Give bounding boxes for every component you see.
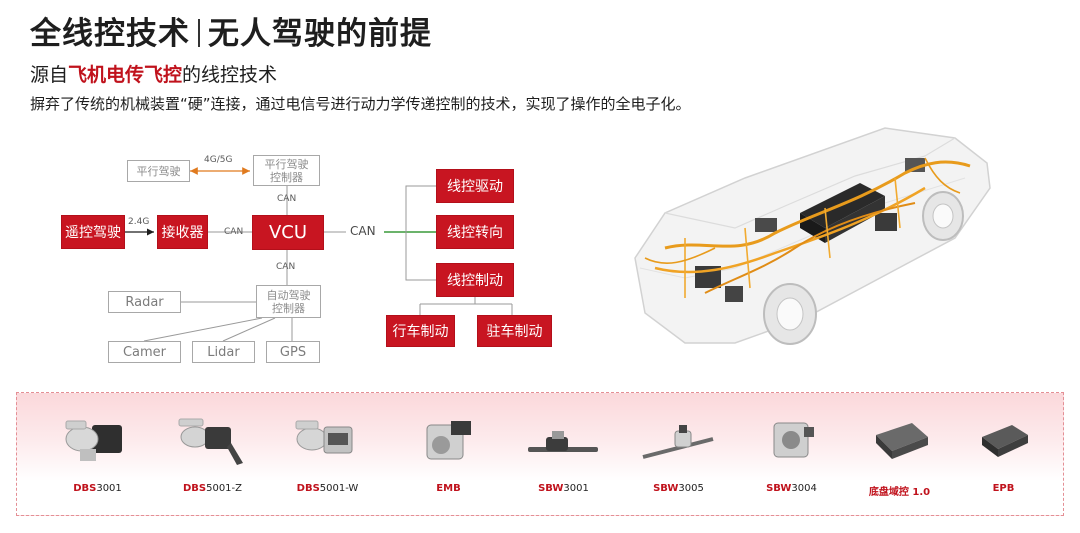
subtitle-post: 的线控技术: [182, 64, 278, 86]
camera-box: Camer: [108, 341, 181, 363]
product-name: DBS5001-Z: [182, 483, 243, 494]
sbw3005-image-icon: [642, 425, 714, 459]
gps-box: GPS: [266, 341, 320, 363]
product-name: SBW3005: [653, 483, 704, 494]
epb-image-icon: [982, 425, 1028, 457]
label-can-top: CAN: [277, 194, 297, 204]
link-brake-split: [419, 296, 513, 316]
remote-control-box: 遥控驾驶: [62, 216, 124, 248]
product-sbw3005: SBW3005: [626, 413, 731, 513]
steer-by-wire-box: 线控转向: [437, 216, 513, 248]
label-can-bottom: CAN: [276, 262, 296, 272]
product-name: SBW3004: [766, 483, 817, 494]
brake-by-wire-box: 线控制动: [437, 264, 513, 296]
receiver-box: 接收器: [158, 216, 207, 248]
parking-brake-box: 驻车制动: [478, 316, 551, 346]
lidar-box: Lidar: [192, 341, 255, 363]
product-name: 底盘域控 1.0: [868, 487, 931, 498]
domain-controller-image-icon: [876, 423, 928, 459]
dbs5001z-image-icon: [178, 418, 243, 465]
title-divider: [198, 19, 200, 47]
product-sbw3001: SBW3001: [511, 413, 616, 513]
product-name: DBS3001: [73, 483, 122, 494]
radar-box: Radar: [108, 291, 181, 313]
label-24g: 2.4G: [128, 217, 150, 227]
emb-image-icon: [426, 421, 471, 460]
product-name: SBW3001: [538, 483, 589, 494]
product-dbs5001-w: DBS5001-W: [275, 413, 380, 513]
label-can-mid: CAN: [224, 227, 244, 237]
drive-by-wire-box: 线控驱动: [437, 170, 513, 202]
title-part1: 全线控技术: [30, 16, 190, 52]
parallel-controller-box: 平行驾驶 控制器: [253, 155, 320, 186]
service-brake-box: 行车制动: [387, 316, 454, 346]
label-4g5g: 4G/5G: [204, 155, 233, 165]
product-chassis-domain-controller: 底盘域控 1.0: [847, 413, 952, 513]
dbs5001w-image-icon: [295, 420, 353, 454]
subtitle-highlight: 飞机电传飞控: [68, 64, 183, 86]
page-title: 全线控技术无人驾驶的前提: [30, 8, 432, 53]
product-dbs5001-z: DBS5001-Z: [160, 413, 265, 513]
product-strip: DBS3001 DBS5001-Z DBS5001-W EMB: [16, 392, 1064, 516]
label-can-right: CAN: [350, 224, 376, 238]
product-name: DBS5001-W: [296, 483, 359, 494]
auto-driving-controller-box: 自动驾驶 控制器: [256, 285, 321, 318]
sbw3001-image-icon: [528, 431, 598, 452]
bracket-wire-controls: [405, 185, 437, 281]
car-chassis-illustration: [634, 127, 991, 345]
product-epb: EPB: [951, 413, 1056, 513]
link-lidar-auto: [222, 317, 276, 342]
vcu-box: VCU: [253, 216, 323, 249]
subtitle-pre: 源自: [30, 64, 69, 86]
description: 摒弃了传统的机械装置“硬”连接，通过电信号进行动力学传递控制的技术，实现了操作的…: [30, 95, 691, 113]
sbw3004-image-icon: [773, 422, 814, 458]
link-camera-auto: [143, 317, 263, 342]
product-name: EPB: [992, 483, 1015, 494]
dbs3001-image-icon: [65, 420, 122, 461]
title-part2: 无人驾驶的前提: [208, 16, 432, 52]
product-sbw3004: SBW3004: [739, 413, 844, 513]
subtitle: 源自飞机电传飞控的线控技术: [30, 60, 277, 87]
parallel-driving-box: 平行驾驶: [127, 160, 190, 182]
product-emb: EMB: [396, 413, 501, 513]
product-dbs3001: DBS3001: [45, 413, 150, 513]
product-name: EMB: [436, 483, 461, 494]
